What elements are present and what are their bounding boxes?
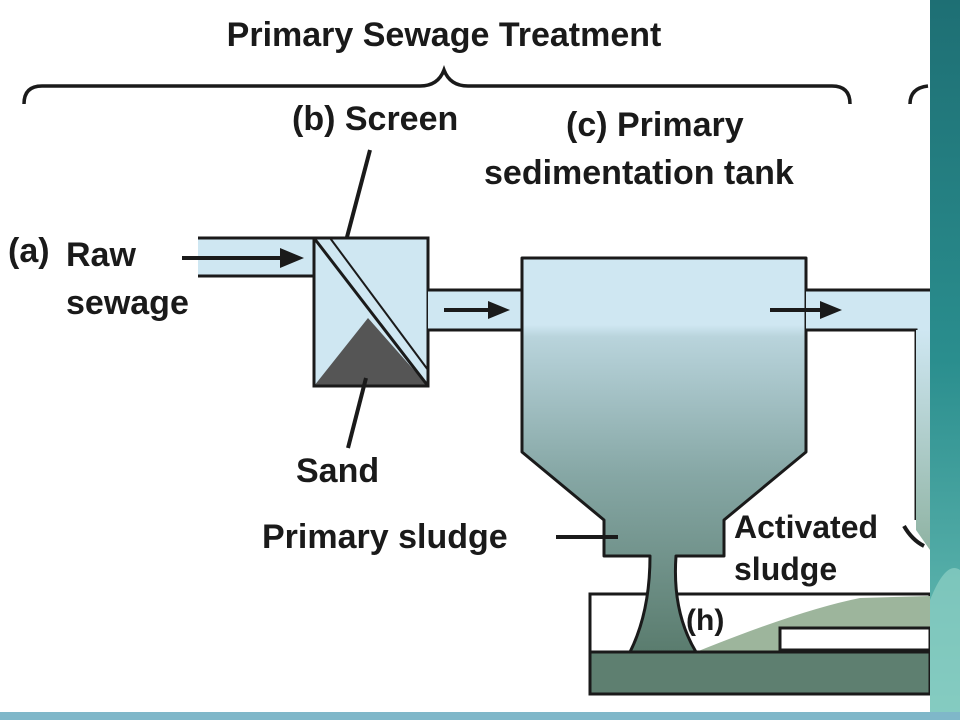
- screen-label: (b) Screen: [292, 100, 458, 138]
- screen-mesh: [312, 237, 430, 387]
- tank-label-line1: (c) Primary: [566, 106, 744, 144]
- raw-sewage-letter: (a): [8, 232, 50, 270]
- primary-sludge-label: Primary sludge: [262, 518, 508, 556]
- activated-sludge-label-line1: Activated: [734, 509, 878, 545]
- outflow-arrow-icon: [820, 301, 842, 319]
- raw-sewage-label-line1: Raw: [66, 236, 136, 274]
- screen-to-tank-pipe-walls: [428, 288, 522, 332]
- h-label: (h): [686, 604, 724, 637]
- diagram-title: Primary Sewage Treatment: [227, 16, 662, 54]
- sand-label: Sand: [296, 452, 379, 490]
- tank-label-line2: sedimentation tank: [484, 154, 794, 192]
- secondary-treatment-bracket: [908, 84, 929, 105]
- flow-arrow-icon: [488, 301, 510, 319]
- sand-deposit: [314, 318, 428, 386]
- screen-mesh-inner: [329, 237, 429, 371]
- slide-bottom-bar: [0, 712, 960, 720]
- sand-leader-line: [346, 377, 368, 449]
- activated-sludge-leader-line: [902, 524, 925, 548]
- activated-sludge-label-line2: sludge: [734, 551, 837, 587]
- inflow-arrow-icon: [280, 248, 304, 268]
- raw-sewage-label-line2: sewage: [66, 284, 189, 322]
- sedimentation-tank: [520, 256, 808, 654]
- channel-divider: [778, 626, 932, 652]
- inflow-pipe-walls: [198, 236, 316, 278]
- primary-treatment-bracket: [22, 65, 852, 105]
- slide-wave-decoration: [930, 568, 960, 720]
- sludge-base-pipe: [588, 650, 932, 696]
- next-tank-partial: [916, 330, 930, 550]
